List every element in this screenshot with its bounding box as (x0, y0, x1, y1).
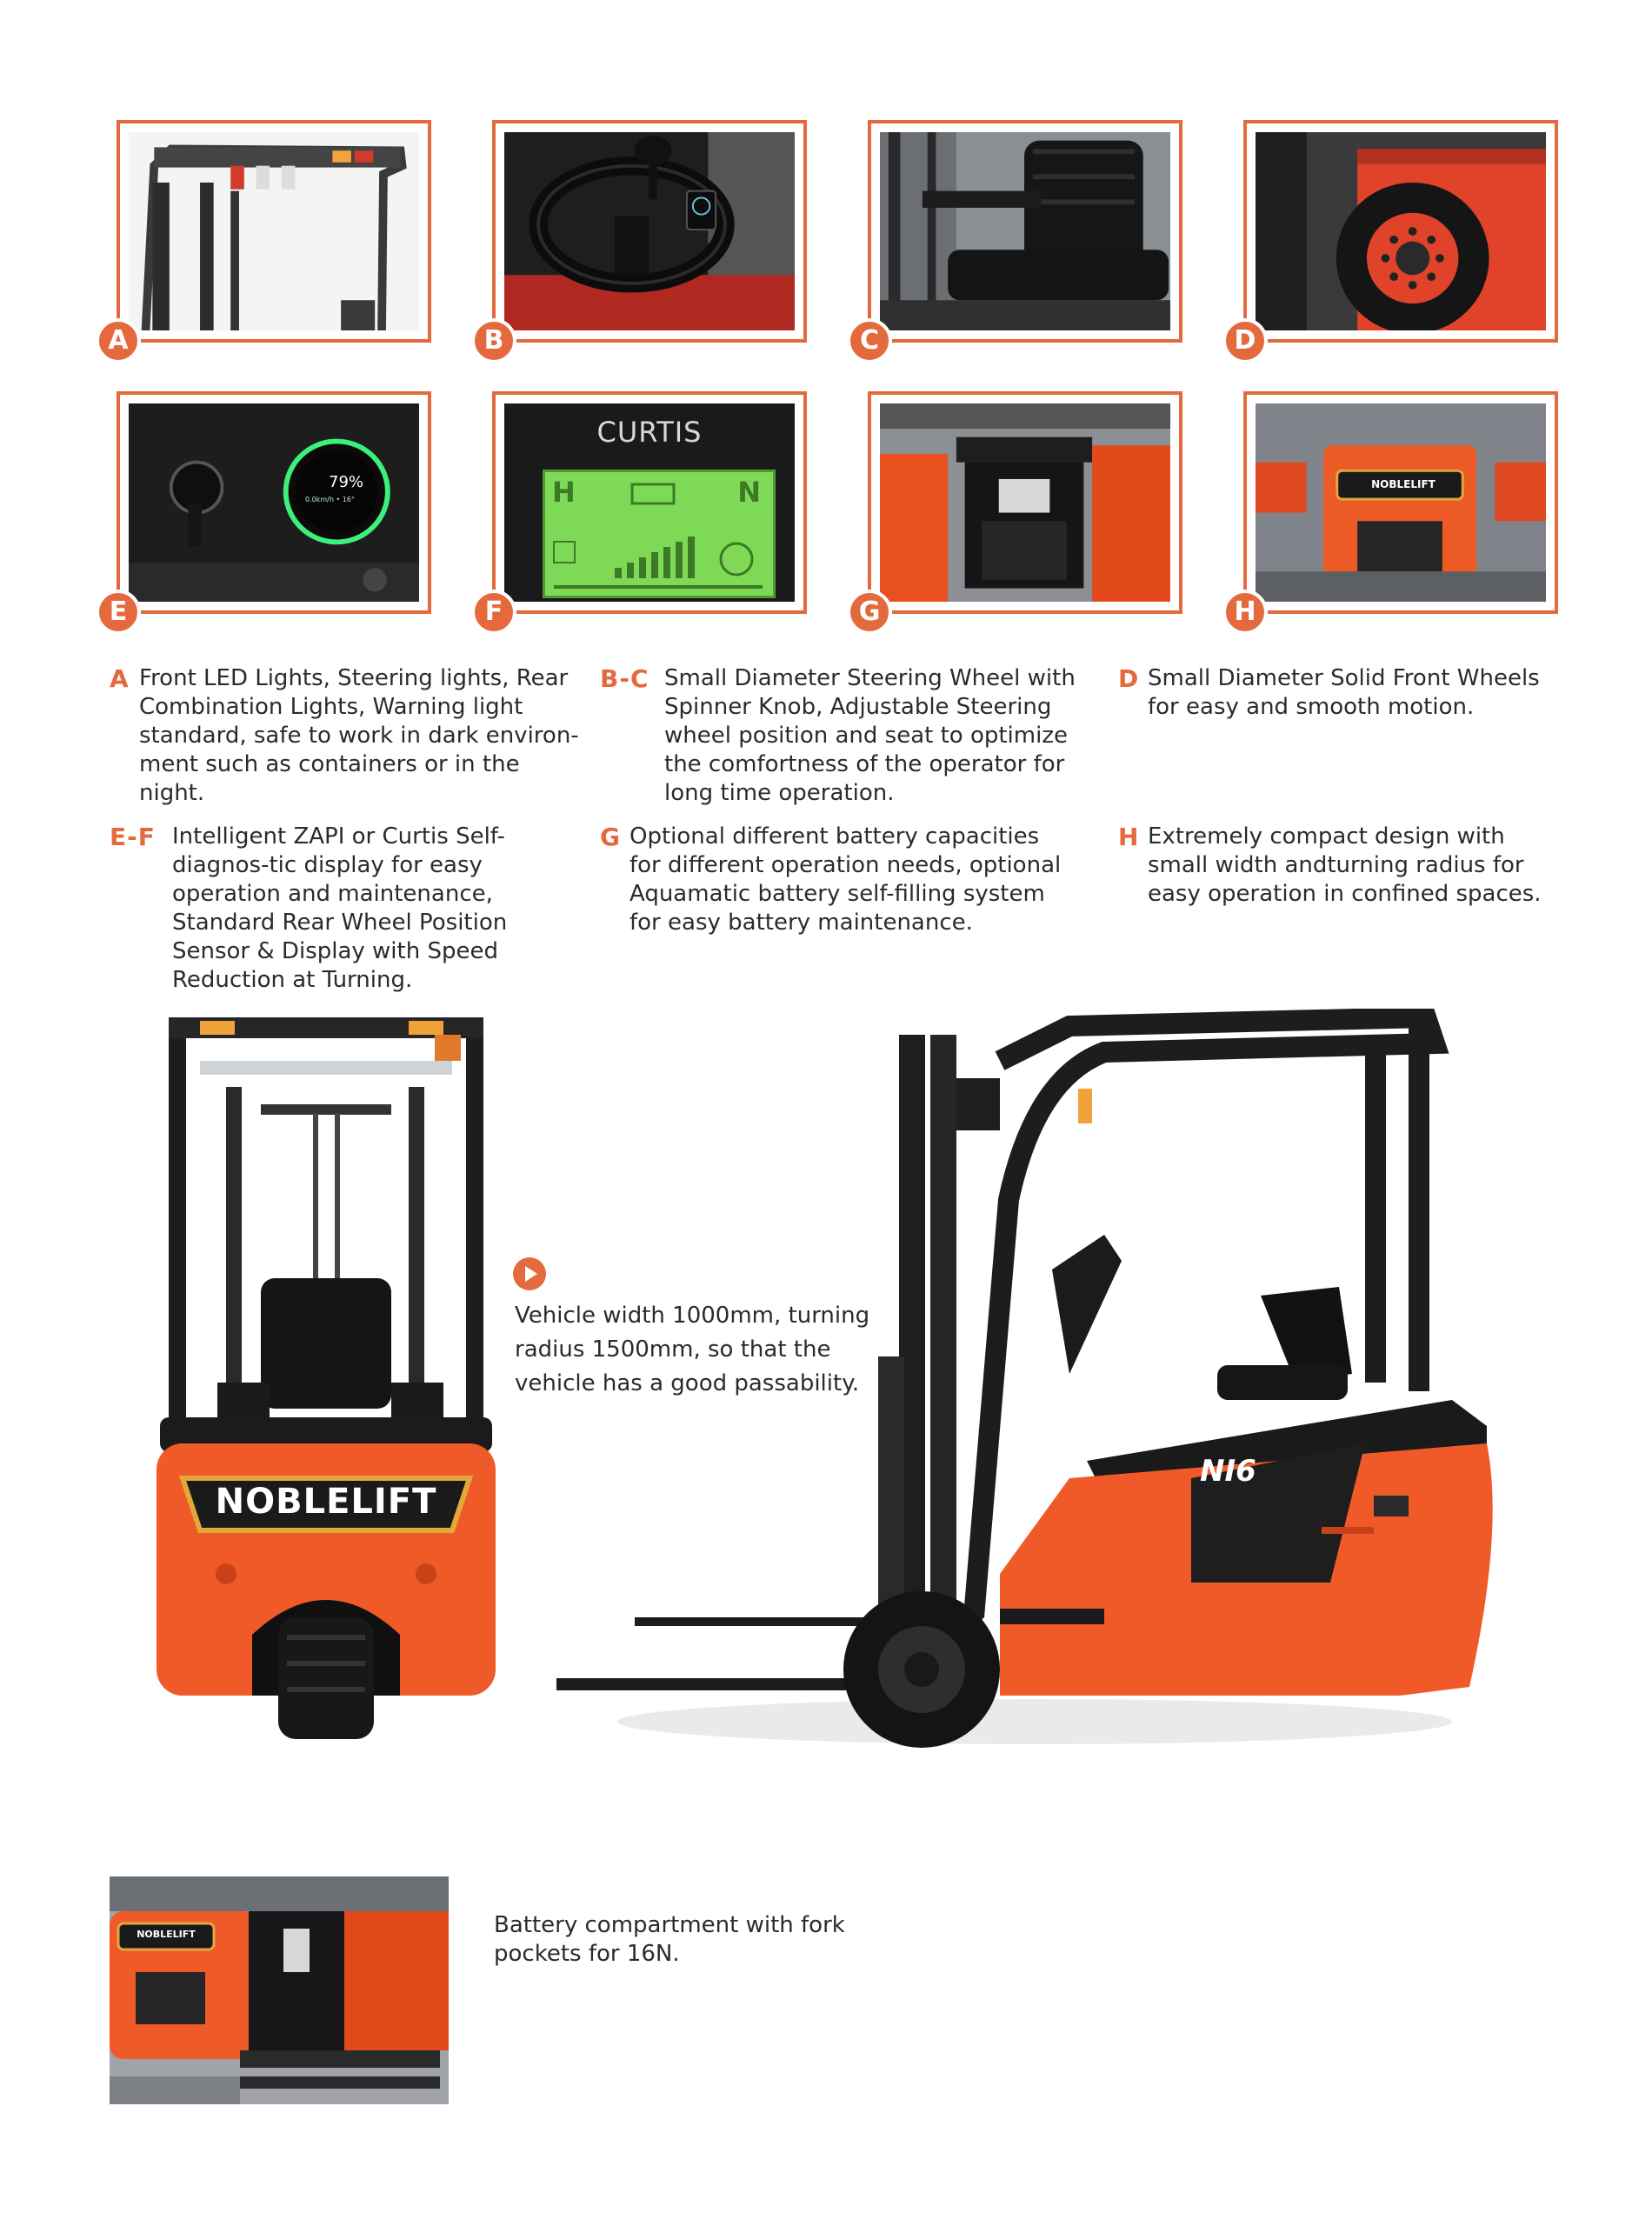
badge-f: F (471, 590, 516, 635)
battery-note: Battery compartment with fork pockets fo… (494, 1912, 845, 1967)
feature-h: H Extremely compact design with small wi… (1118, 823, 1570, 909)
zapi-display-percent: 79% (329, 473, 364, 491)
feature-text-e-f: Intelligent ZAPI or Curtis Self-diagnos-… (172, 823, 508, 993)
front-wheel-photo (1256, 132, 1546, 330)
overhead-guard-lights-photo (129, 132, 419, 330)
feature-b-c: B-C Small Diameter Steering Wheel with S… (600, 664, 1096, 808)
feature-text-g: Optional different battery capacities fo… (629, 823, 1062, 936)
play-icon (513, 1257, 546, 1290)
zapi-display-photo: 79% 0.0km/h • 16° (129, 403, 419, 602)
feature-code-g: G (600, 823, 621, 851)
badge-e: E (96, 590, 141, 635)
badge-d: D (1222, 318, 1268, 363)
feature-code-d: D (1118, 664, 1140, 693)
badge-a: A (96, 318, 141, 363)
curtis-display-photo: CURTIS H N (504, 403, 795, 602)
thumbnail-a: A (96, 120, 431, 363)
rear-view-brand: NOBLELIFT (215, 1482, 437, 1522)
zapi-display-subtext: 0.0km/h • 16° (305, 496, 355, 503)
curtis-lcd-screen: H N (543, 470, 776, 598)
feature-text-b-c: Small Diameter Steering Wheel with Spinn… (664, 665, 1076, 806)
battery-compartment-photo (880, 403, 1170, 602)
battery-fork-pocket-photo: NOBLELIFT (110, 1876, 449, 2104)
feature-g: G Optional different battery capacities … (600, 823, 1066, 937)
passability-note: Vehicle width 1000mm, turning radius 150… (515, 1303, 870, 1396)
feature-d: D Small Diameter Solid Front Wheels for … (1118, 664, 1570, 722)
feature-a: A Front LED Lights, Steering lights, Rea… (110, 664, 579, 808)
thumbnail-f: CURTIS H N F (471, 391, 807, 635)
rear-counterweight-photo: NOBLELIFT (1256, 403, 1546, 602)
thumbnail-g: G (847, 391, 1182, 635)
feature-text-h: Extremely compact design with small widt… (1148, 823, 1542, 907)
badge-h: H (1222, 590, 1268, 635)
feature-code-b-c: B-C (600, 664, 649, 693)
lcd-left-letter: H (552, 476, 576, 509)
curtis-brand-label: CURTIS (596, 416, 703, 449)
thumbnail-h: NOBLELIFT H (1222, 391, 1558, 635)
thumbnail-d: D (1222, 120, 1558, 363)
operator-seat-photo (880, 132, 1170, 330)
lcd-right-letter: N (737, 476, 761, 509)
battery-photo-brand: NOBLELIFT (137, 1929, 196, 1940)
forklift-side-view-image: NI6 (548, 1009, 1504, 1756)
feature-code-e-f: E-F (110, 823, 156, 851)
feature-text-a: Front LED Lights, Steering lights, Rear … (139, 665, 579, 806)
feature-text-d: Small Diameter Solid Front Wheels for ea… (1148, 665, 1540, 720)
thumbnail-c: C (847, 120, 1182, 363)
feature-e-f: E-F Intelligent ZAPI or Curtis Self-diag… (110, 823, 586, 995)
side-view-model-label: NI6 (1200, 1454, 1256, 1489)
forklift-rear-view-image: NOBLELIFT (148, 1009, 504, 1739)
thumbnail-b: B (471, 120, 807, 363)
thumbnail-e: 79% 0.0km/h • 16° E (96, 391, 431, 635)
badge-g: G (847, 590, 892, 635)
feature-code-a: A (110, 664, 130, 693)
feature-code-h: H (1118, 823, 1140, 851)
rear-counterweight-brand: NOBLELIFT (1371, 478, 1436, 490)
badge-b: B (471, 318, 516, 363)
steering-wheel-photo (504, 132, 795, 330)
badge-c: C (847, 318, 892, 363)
